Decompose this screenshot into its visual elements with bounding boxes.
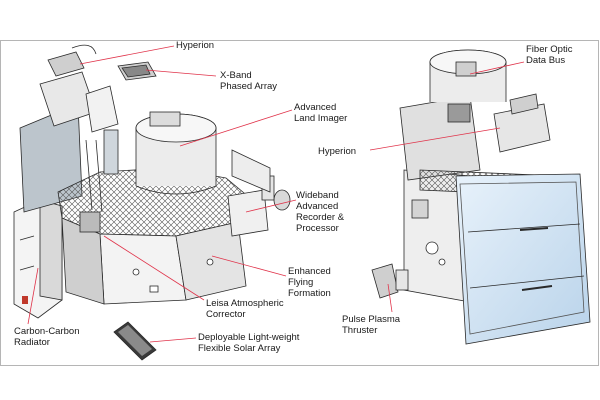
label-carbon-carbon-radiator: Carbon-Carbon Radiator [14, 326, 80, 348]
label-hyperion-right: Hyperion [318, 146, 357, 157]
leader-xband [145, 69, 217, 77]
label-leisa-corrector: Leisa Atmospheric Corrector [206, 298, 284, 320]
leader-eff [211, 255, 287, 277]
leader-hyperion-right [369, 127, 501, 151]
label-hyperion-left: Hyperion [176, 40, 215, 51]
leader-hyperion-left [79, 45, 175, 65]
leader-fiber [469, 61, 525, 75]
leader-pulse [387, 283, 393, 313]
label-x-band-phased-array: X-Band Phased Array [220, 70, 278, 92]
label-pulse-plasma-thruster: Pulse Plasma Thruster [342, 314, 401, 336]
leader-ali [179, 109, 293, 147]
leader-leisa [103, 235, 205, 301]
leader-solar [149, 337, 197, 343]
label-advanced-land-imager: Advanced Land Imager [294, 102, 348, 124]
label-fiber-optic-data-bus: Fiber Optic Data Bus [526, 44, 573, 66]
pulse-plasma-thruster [371, 263, 399, 299]
wideband-recorder-box [227, 189, 269, 237]
bus-body-front [99, 233, 187, 305]
label-flexible-solar-array: Deployable Light-weight Flexible Solar A… [198, 332, 300, 354]
right-spacecraft [371, 49, 591, 345]
leader-wideband [245, 199, 297, 213]
label-wideband-recorder: Wideband Advanced Recorder & Processor [296, 190, 345, 234]
solar-panel [455, 173, 591, 345]
left-spacecraft [13, 44, 291, 361]
leader-lines [27, 45, 525, 343]
label-enhanced-flying-formation: Enhanced Flying Formation [288, 266, 331, 299]
leader-carbon [27, 267, 39, 325]
